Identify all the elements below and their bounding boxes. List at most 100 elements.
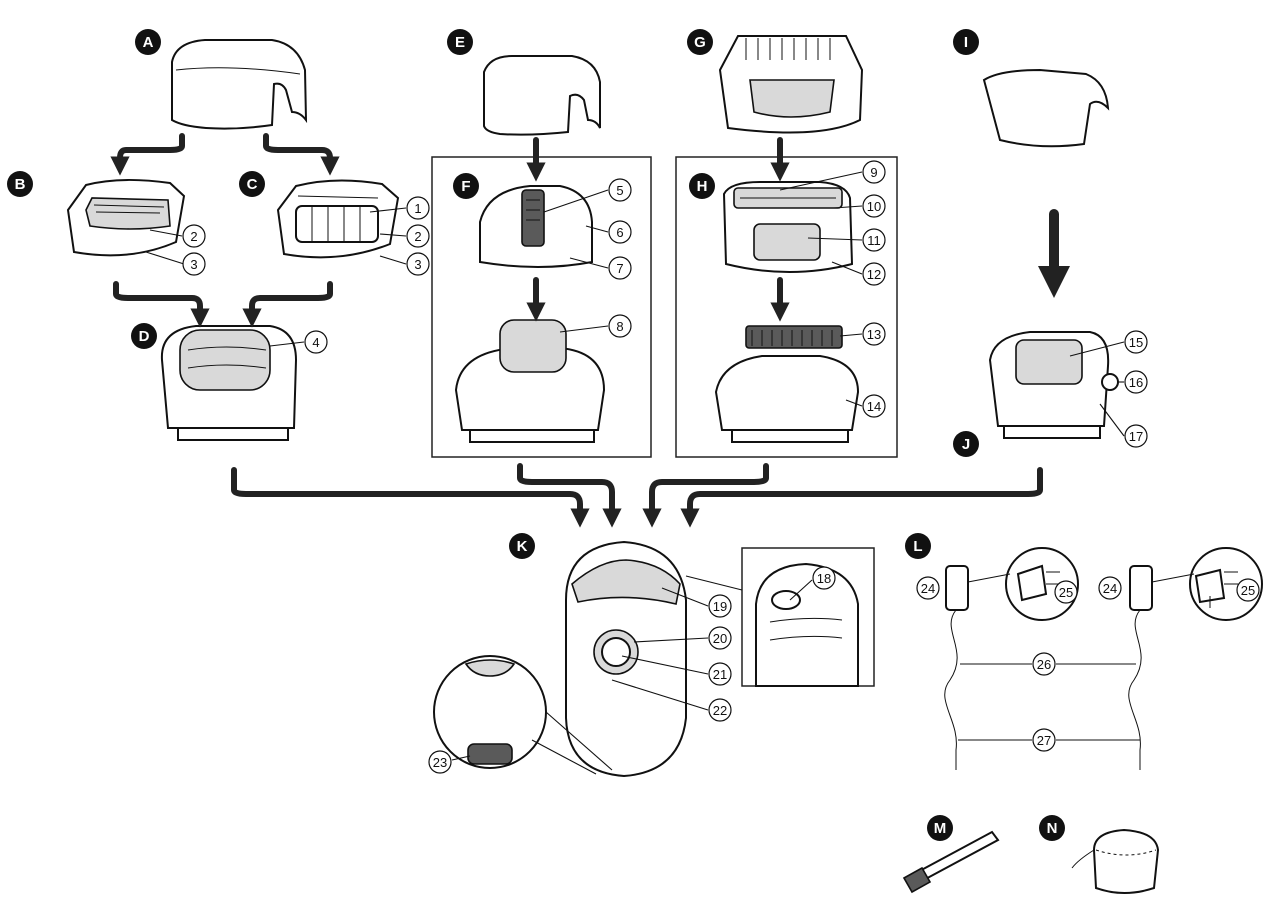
inset-socket xyxy=(433,655,613,775)
main-body-k xyxy=(565,540,687,778)
svg-text:27: 27 xyxy=(1037,733,1051,748)
svg-text:B: B xyxy=(15,176,26,193)
callout-11: 11 xyxy=(862,228,886,252)
svg-text:17: 17 xyxy=(1129,429,1143,444)
svg-text:15: 15 xyxy=(1129,335,1143,350)
svg-text:13: 13 xyxy=(867,327,881,342)
arrow-curve-icon xyxy=(242,281,333,328)
svg-text:26: 26 xyxy=(1037,657,1051,672)
svg-text:3: 3 xyxy=(190,257,197,272)
callout-7: 7 xyxy=(608,256,632,280)
svg-text:12: 12 xyxy=(867,267,881,282)
svg-text:22: 22 xyxy=(713,703,727,718)
svg-text:6: 6 xyxy=(616,225,623,240)
svg-text:K: K xyxy=(517,538,528,555)
svg-text:5: 5 xyxy=(616,183,623,198)
svg-text:C: C xyxy=(247,176,258,193)
svg-text:E: E xyxy=(455,34,465,51)
cap-i xyxy=(982,68,1110,148)
svg-text:N: N xyxy=(1047,820,1058,837)
arrow-curve-icon xyxy=(680,467,1043,528)
svg-text:23: 23 xyxy=(433,755,447,770)
svg-text:11: 11 xyxy=(867,233,881,248)
callout-2-b: 2 xyxy=(182,224,206,248)
callout-24-left: 24 xyxy=(916,576,940,600)
callout-20: 20 xyxy=(708,626,732,650)
svg-text:4: 4 xyxy=(312,335,319,350)
badge-k: K xyxy=(509,533,535,559)
callout-6: 6 xyxy=(608,220,632,244)
callout-26: 26 xyxy=(1032,652,1056,676)
callout-15: 15 xyxy=(1124,330,1148,354)
cap-b xyxy=(66,178,186,257)
callout-3-c: 3 xyxy=(406,252,430,276)
adaptor-l-right xyxy=(1128,547,1263,770)
svg-text:21: 21 xyxy=(713,667,727,682)
callout-23: 23 xyxy=(428,750,452,774)
svg-text:14: 14 xyxy=(867,399,881,414)
inset-switch xyxy=(685,547,875,687)
svg-text:M: M xyxy=(934,820,947,837)
svg-text:I: I xyxy=(964,34,968,51)
callout-12: 12 xyxy=(862,262,886,286)
callout-13: 13 xyxy=(862,322,886,346)
callout-17: 17 xyxy=(1124,424,1148,448)
svg-text:24: 24 xyxy=(1103,581,1117,596)
svg-text:G: G xyxy=(694,34,706,51)
arrow-curve-icon xyxy=(110,133,185,176)
head-j xyxy=(988,331,1119,439)
cap-a xyxy=(171,39,308,130)
svg-text:7: 7 xyxy=(616,261,623,276)
arrow-curve-icon xyxy=(642,463,769,528)
callout-22: 22 xyxy=(708,698,732,722)
svg-text:16: 16 xyxy=(1129,375,1143,390)
head-f xyxy=(479,185,593,268)
callout-25-right: 25 xyxy=(1236,578,1260,602)
cap-g xyxy=(718,35,864,134)
base-f xyxy=(454,319,606,443)
callout-21: 21 xyxy=(708,662,732,686)
badge-i: I xyxy=(953,29,979,55)
svg-text:D: D xyxy=(139,328,150,345)
badge-l: L xyxy=(905,533,931,559)
badges: A B C D E F G H I J K L M N xyxy=(7,29,1065,841)
svg-text:25: 25 xyxy=(1059,585,1073,600)
callout-5: 5 xyxy=(608,178,632,202)
callout-3-b: 3 xyxy=(182,252,206,276)
svg-text:8: 8 xyxy=(616,319,623,334)
arrow-curve-icon xyxy=(517,463,622,528)
svg-text:10: 10 xyxy=(867,199,881,214)
callouts: 2 3 1 2 3 4 5 6 7 8 9 10 11 12 13 14 xyxy=(145,160,1260,774)
badge-a: A xyxy=(135,29,161,55)
svg-text:24: 24 xyxy=(921,581,935,596)
svg-text:2: 2 xyxy=(190,229,197,244)
svg-text:J: J xyxy=(962,436,970,453)
callout-25-left: 25 xyxy=(1054,580,1078,604)
svg-text:A: A xyxy=(143,34,154,51)
callout-1: 1 xyxy=(406,196,430,220)
badge-e: E xyxy=(447,29,473,55)
arrows xyxy=(110,133,1071,528)
callout-19: 19 xyxy=(708,594,732,618)
callout-14: 14 xyxy=(862,394,886,418)
svg-text:F: F xyxy=(461,178,470,195)
badge-g: G xyxy=(687,29,713,55)
adaptor-l-left xyxy=(944,547,1079,770)
badge-n: N xyxy=(1039,815,1065,841)
callout-27: 27 xyxy=(1032,728,1056,752)
callout-9: 9 xyxy=(862,160,886,184)
badge-m: M xyxy=(927,815,953,841)
badge-c: C xyxy=(239,171,265,197)
badge-d: D xyxy=(131,323,157,349)
frame-group-h xyxy=(675,156,898,458)
badge-f: F xyxy=(453,173,479,199)
callout-8: 8 xyxy=(608,314,632,338)
svg-text:2: 2 xyxy=(414,229,421,244)
callout-2-c: 2 xyxy=(406,224,430,248)
base-h xyxy=(714,325,860,443)
frame-group-f xyxy=(431,156,652,458)
badge-b: B xyxy=(7,171,33,197)
svg-text:1: 1 xyxy=(414,201,421,216)
epilator-head-d xyxy=(160,325,298,441)
